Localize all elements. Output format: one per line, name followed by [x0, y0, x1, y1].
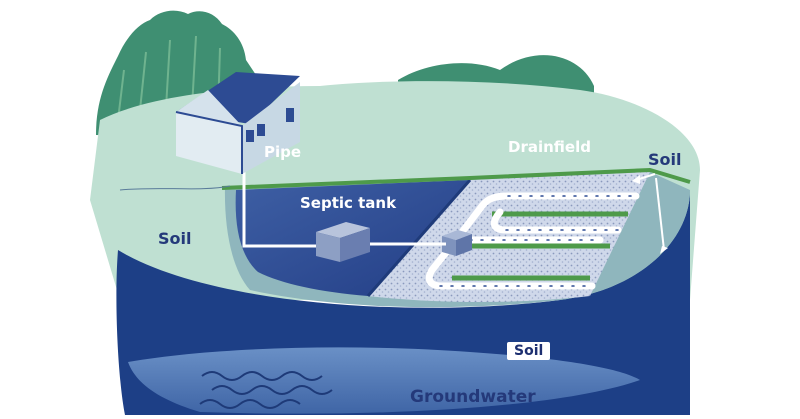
house-pipe [242, 170, 446, 248]
soil-arrow-icon [632, 173, 668, 254]
distribution-box [442, 230, 472, 256]
groundwater-layer [128, 347, 640, 414]
soil-left-label: Soil [158, 229, 192, 248]
groundwater-flow-icon [199, 371, 333, 409]
soil-lower-label: Soil [507, 342, 551, 360]
groundwater-label: Groundwater [410, 387, 536, 407]
septic-tank [316, 222, 370, 262]
grass-strips [221, 167, 691, 281]
soil-right-label: Soil [648, 150, 682, 169]
drainfield-pipes [425, 192, 640, 290]
pipe-label: Pipe [264, 143, 302, 161]
drainfield-label: Drainfield [508, 138, 591, 156]
house [175, 72, 300, 174]
septic-tank-label: Septic tank [300, 194, 397, 212]
